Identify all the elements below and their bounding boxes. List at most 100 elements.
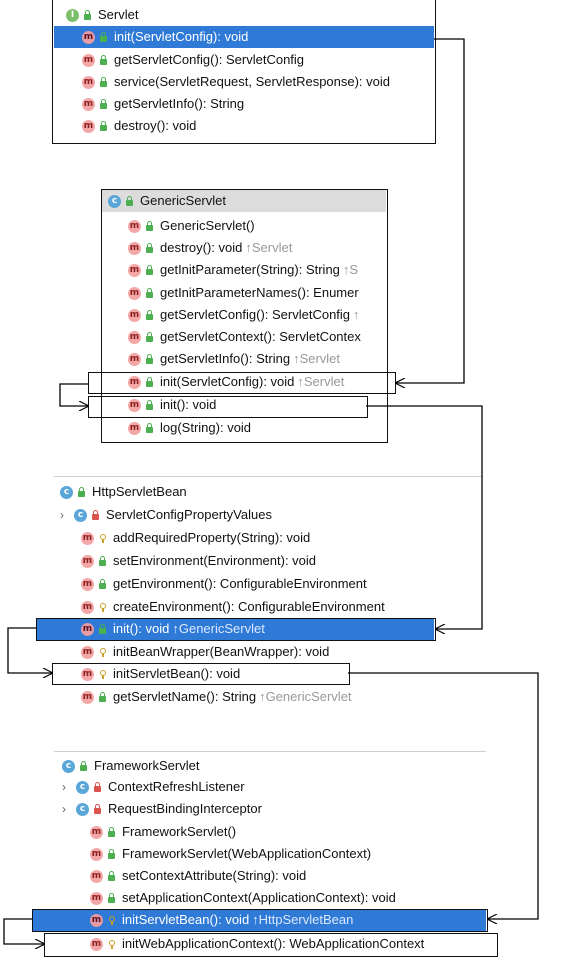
method-label: initServletBean(): void <box>122 912 250 927</box>
method-label: initWebApplicationContext(): WebApplicat… <box>122 936 425 951</box>
method-icon: m <box>81 531 94 545</box>
genericservlet-method-init-config[interactable]: m init(ServletConfig): void ↑Servlet <box>128 371 385 393</box>
httpservletbean-inner-class[interactable]: › c ServletConfigPropertyValues <box>60 504 480 526</box>
public-lock-icon <box>145 332 154 342</box>
genericservlet-header[interactable]: c GenericServlet <box>102 190 386 212</box>
method-label: service(ServletRequest, ServletResponse)… <box>114 74 391 89</box>
frameworkservlet-method[interactable]: m FrameworkServlet(WebApplicationContext… <box>90 843 490 865</box>
method-label: getServletConfig(): ServletConfig <box>114 52 305 67</box>
method-label: setContextAttribute(String): void <box>122 868 307 883</box>
arrow-framework-initservletbean-to-initwebappcontext <box>3 918 44 944</box>
httpservletbean-method[interactable]: m createEnvironment(): ConfigurableEnvir… <box>81 596 481 618</box>
method-label: getEnvironment(): ConfigurableEnvironmen… <box>113 576 367 591</box>
httpservletbean-header[interactable]: c HttpServletBean <box>60 481 460 503</box>
httpservletbean-method[interactable]: m setEnvironment(Environment): void <box>81 550 481 572</box>
frameworkservlet-method[interactable]: m setApplicationContext(ApplicationConte… <box>90 887 490 909</box>
public-lock-icon <box>145 354 154 364</box>
httpservletbean-method-init[interactable]: m init(): void ↑GenericServlet <box>36 618 434 640</box>
genericservlet-method[interactable]: m getInitParameter(String): String ↑S <box>128 259 385 281</box>
method-icon: m <box>90 825 103 839</box>
servlet-frame <box>52 0 436 144</box>
public-lock-icon <box>107 849 116 859</box>
public-lock-icon <box>99 32 108 42</box>
method-icon: m <box>82 53 95 67</box>
genericservlet-method[interactable]: m GenericServlet() <box>128 215 385 237</box>
servlet-method-init[interactable]: m init(ServletConfig): void <box>54 26 434 48</box>
method-label: getServletContext(): ServletContex <box>160 329 361 344</box>
method-icon: m <box>128 421 141 435</box>
servlet-method[interactable]: m destroy(): void <box>82 115 432 137</box>
chevron-right-icon[interactable]: › <box>62 780 66 794</box>
chevron-right-icon[interactable]: › <box>60 508 64 522</box>
inherited-from: ↑S <box>342 262 359 277</box>
genericservlet-method[interactable]: m getServletConfig(): ServletConfig ↑ <box>128 304 385 326</box>
method-icon: m <box>128 375 141 389</box>
method-icon: m <box>81 622 94 636</box>
httpservletbean-method[interactable]: m initBeanWrapper(BeanWrapper): void <box>81 641 481 663</box>
public-lock-icon <box>98 579 107 589</box>
method-label: init(ServletConfig): void <box>114 29 249 44</box>
protected-key-icon <box>98 647 107 657</box>
public-lock-icon <box>99 55 108 65</box>
method-icon: m <box>128 286 141 300</box>
httpservletbean-method-initservletbean[interactable]: m initServletBean(): void <box>81 663 481 685</box>
arrow-httpbean-initservletbean-to-framework <box>348 672 539 919</box>
class-title: GenericServlet <box>140 193 226 208</box>
public-lock-icon <box>107 827 116 837</box>
method-label: initServletBean(): void <box>113 666 241 681</box>
frameworkservlet-inner-class[interactable]: › c ContextRefreshListener <box>62 776 482 798</box>
genericservlet-method[interactable]: m log(String): void <box>128 417 385 439</box>
method-label: init(): void <box>160 397 217 412</box>
httpservletbean-method[interactable]: m getServletName(): String ↑GenericServl… <box>81 686 481 708</box>
public-lock-icon <box>145 423 154 433</box>
genericservlet-method[interactable]: m getServletInfo(): String ↑Servlet <box>128 348 385 370</box>
class-icon: c <box>74 508 87 522</box>
genericservlet-method-init[interactable]: m init(): void <box>128 394 385 416</box>
method-label: setApplicationContext(ApplicationContext… <box>122 890 396 905</box>
method-label: getServletInfo(): String <box>160 351 291 366</box>
protected-key-icon <box>98 602 107 612</box>
method-label: GenericServlet() <box>160 218 255 233</box>
genericservlet-method[interactable]: m getInitParameterNames(): Enumer <box>128 282 385 304</box>
method-icon: m <box>128 330 141 344</box>
protected-key-icon <box>107 915 116 925</box>
frameworkservlet-method-initwebappcontext[interactable]: m initWebApplicationContext(): WebApplic… <box>90 933 490 955</box>
frameworkservlet-method[interactable]: m FrameworkServlet() <box>90 821 490 843</box>
inner-class-label: ServletConfigPropertyValues <box>106 507 272 522</box>
method-icon: m <box>82 97 95 111</box>
arrow-httpbean-init-to-initservletbean <box>7 627 52 673</box>
public-lock-icon <box>145 265 154 275</box>
frameworkservlet-method[interactable]: m setContextAttribute(String): void <box>90 865 490 887</box>
public-lock-icon <box>145 288 154 298</box>
method-icon: m <box>81 577 94 591</box>
servlet-method[interactable]: m getServletInfo(): String <box>82 93 432 115</box>
method-label: getServletInfo(): String <box>114 96 245 111</box>
frameworkservlet-header[interactable]: c FrameworkServlet <box>62 755 462 777</box>
method-icon: m <box>90 869 103 883</box>
inherited-from: ↑HttpServletBean <box>252 912 354 927</box>
genericservlet-method[interactable]: m getServletContext(): ServletContex <box>128 326 385 348</box>
frameworkservlet-inner-class[interactable]: › c RequestBindingInterceptor <box>62 798 482 820</box>
public-lock-icon <box>145 400 154 410</box>
public-lock-icon <box>145 243 154 253</box>
servlet-method[interactable]: m service(ServletRequest, ServletRespons… <box>82 71 432 93</box>
method-icon: m <box>90 937 103 951</box>
class-icon: c <box>60 485 73 499</box>
inner-class-label: RequestBindingInterceptor <box>108 801 262 816</box>
servlet-header[interactable]: I Servlet <box>66 4 426 26</box>
private-lock-icon <box>93 804 102 814</box>
genericservlet-method[interactable]: m destroy(): void ↑Servlet <box>128 237 385 259</box>
method-icon: m <box>82 75 95 89</box>
frameworkservlet-method-initservletbean[interactable]: m initServletBean(): void ↑HttpServletBe… <box>32 909 486 931</box>
method-label: getServletName(): String <box>113 689 257 704</box>
public-lock-icon <box>98 692 107 702</box>
servlet-method[interactable]: m getServletConfig(): ServletConfig <box>82 49 432 71</box>
chevron-right-icon[interactable]: › <box>62 802 66 816</box>
arrow-generic-init-config-to-init <box>59 383 88 406</box>
method-icon: m <box>90 891 103 905</box>
httpservletbean-method[interactable]: m addRequiredProperty(String): void <box>81 527 481 549</box>
httpservletbean-method[interactable]: m getEnvironment(): ConfigurableEnvironm… <box>81 573 481 595</box>
public-lock-icon <box>79 761 88 771</box>
method-icon: m <box>128 263 141 277</box>
